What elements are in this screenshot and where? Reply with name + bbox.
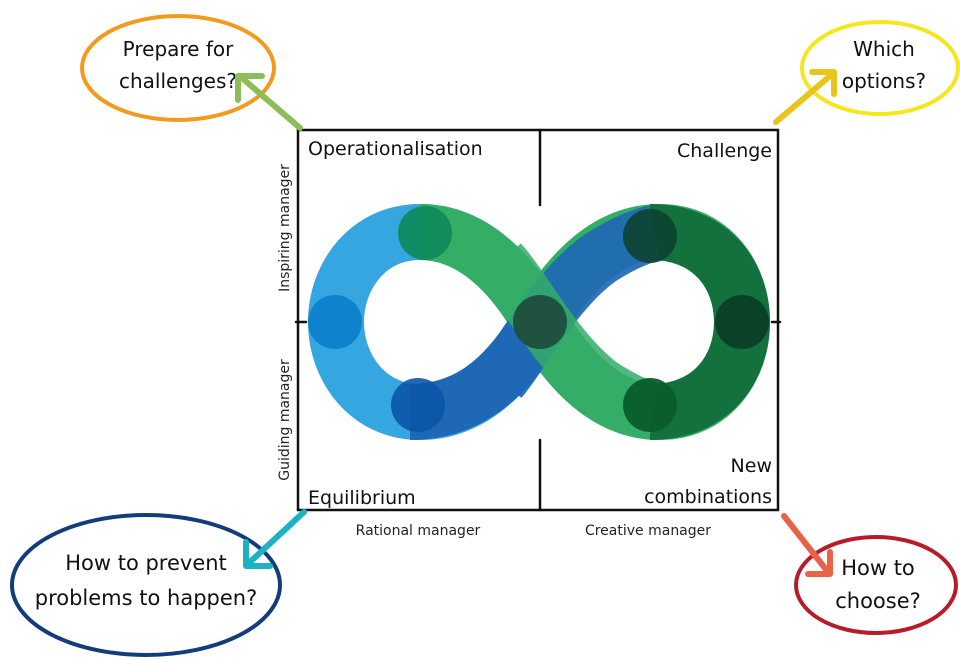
bubble-how-to-choose: How to choose? — [781, 513, 958, 635]
arrow-head-icon — [805, 549, 833, 577]
loop-dot-bottom-right — [623, 378, 677, 432]
arrow-head-icon — [243, 539, 273, 569]
loop-dot-bottom-left — [391, 378, 445, 432]
axis-label-rational: Rational manager — [356, 523, 481, 539]
loop-dot-top-right — [623, 209, 677, 263]
bubble-outline — [10, 513, 282, 657]
matrix-frame — [294, 126, 782, 512]
axis-label-inspiring: Inspiring manager — [277, 164, 293, 292]
infinity-loop-icon — [307, 203, 771, 441]
arrow-icon — [773, 73, 833, 125]
bubble-outline — [794, 535, 958, 635]
bubble-text-line1: Which — [853, 37, 915, 61]
quadrant-label-top-right: Challenge — [677, 140, 772, 162]
quadrant-label-bottom-right-2: combinations — [644, 486, 772, 508]
quadrant-label-top-left: Operationalisation — [308, 138, 483, 160]
arrow-icon — [781, 513, 831, 575]
arrow-icon — [247, 509, 307, 565]
bubble-text-line1: How to prevent — [65, 551, 227, 575]
bubble-text-line2: choose? — [835, 589, 921, 613]
bubble-text-line2: options? — [842, 69, 926, 93]
bubble-prepare-for-challenges: Prepare for challenges? — [80, 14, 303, 131]
bubble-outline — [800, 20, 960, 116]
loop-dot-right — [715, 295, 769, 349]
bubble-how-to-prevent: How to prevent problems to happen? — [10, 509, 307, 657]
bubble-text-line2: problems to happen? — [35, 586, 257, 610]
axis-label-creative: Creative manager — [585, 523, 711, 539]
bubble-text-line2: challenges? — [119, 69, 237, 93]
quadrant-label-bottom-right-1: New — [731, 455, 772, 477]
loop-dot-top-left — [398, 206, 452, 260]
axis-label-guiding: Guiding manager — [277, 359, 293, 481]
bubble-outline — [80, 14, 276, 122]
bubble-text-line1: How to — [841, 556, 915, 580]
arrow-head-icon — [809, 69, 837, 97]
arrow-icon — [239, 75, 303, 131]
bubble-which-options: Which options? — [773, 20, 960, 125]
bubble-text-line1: Prepare for — [123, 37, 234, 61]
loop-dot-center — [513, 295, 567, 349]
quadrant-label-bottom-left: Equilibrium — [308, 487, 416, 509]
loop-dot-left — [308, 295, 362, 349]
arrow-head-icon — [235, 73, 265, 103]
